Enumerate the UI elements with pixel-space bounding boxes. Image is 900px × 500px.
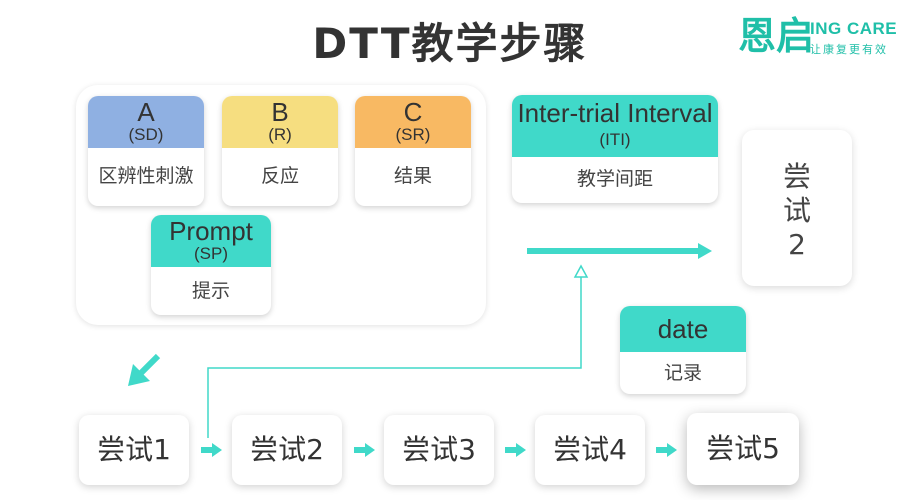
- card-a-header: A (SD): [88, 96, 204, 148]
- brand-logo: 恩启 ING CARE 让康复更有效: [738, 16, 898, 60]
- card-iti-label: 教学间距: [576, 168, 653, 190]
- card-prompt-abbr: (SP): [194, 244, 228, 263]
- card-b-label: 反应: [260, 165, 299, 187]
- card-a-label: 区辨性刺激: [98, 165, 194, 187]
- card-c-label: 结果: [393, 165, 432, 187]
- logo-mark: 恩启: [738, 14, 815, 58]
- iti-to-next-arrow: [527, 243, 712, 259]
- trial-box-4: 尝试4: [535, 415, 645, 485]
- trial-arrow-2: [354, 443, 375, 457]
- next-trial-char-2: 试: [782, 194, 811, 227]
- card-c-letter: C: [403, 97, 423, 127]
- card-prompt-letter: Prompt: [169, 216, 253, 246]
- card-iti-header: Inter-trial Interval (ITI): [512, 95, 718, 157]
- trial-box-1: 尝试1: [79, 415, 189, 485]
- card-b-r: B (R) 反应: [222, 96, 338, 206]
- trial-to-iti-connector: [207, 264, 589, 438]
- page-title: DTT教学步骤: [312, 19, 588, 68]
- card-a-sd: A (SD) 区辨性刺激: [88, 96, 204, 206]
- card-b-abbr: (R): [268, 125, 292, 144]
- card-a-abbr: (SD): [128, 125, 164, 144]
- card-iti: Inter-trial Interval (ITI) 教学间距: [512, 95, 718, 203]
- card-b-header: B (R): [222, 96, 338, 148]
- card-c-sr: C (SR) 结果: [355, 96, 471, 206]
- trial-box-3: 尝试3: [384, 415, 494, 485]
- trial-arrow-1: [201, 443, 222, 457]
- card-date: date 记录: [620, 306, 746, 394]
- card-iti-abbr: (ITI): [599, 130, 631, 149]
- card-prompt-header: Prompt (SP): [151, 215, 271, 267]
- trial-box-5: 尝试5: [687, 413, 799, 485]
- next-trial-char-3: 2: [788, 228, 806, 261]
- card-c-header: C (SR): [355, 96, 471, 148]
- card-date-header: date: [620, 306, 746, 352]
- logo-slogan: 让康复更有效: [810, 43, 888, 56]
- trial-box-2: 尝试2: [232, 415, 342, 485]
- trial-arrow-4: [656, 443, 677, 457]
- down-left-arrow: [128, 353, 161, 386]
- next-trial-char-1: 尝: [782, 160, 811, 193]
- card-prompt-label: 提示: [191, 280, 230, 302]
- card-b-letter: B: [271, 97, 289, 127]
- card-c-abbr: (SR): [395, 125, 431, 144]
- card-date-label: 记录: [663, 362, 702, 384]
- card-date-letter: date: [657, 314, 709, 344]
- next-trial-box: 尝 试 2: [742, 130, 852, 286]
- logo-name: ING CARE: [810, 19, 898, 38]
- card-prompt-sp: Prompt (SP) 提示: [151, 215, 271, 315]
- card-a-letter: A: [137, 97, 155, 127]
- card-iti-letter: Inter-trial Interval: [517, 98, 713, 128]
- trial-arrow-3: [505, 443, 526, 457]
